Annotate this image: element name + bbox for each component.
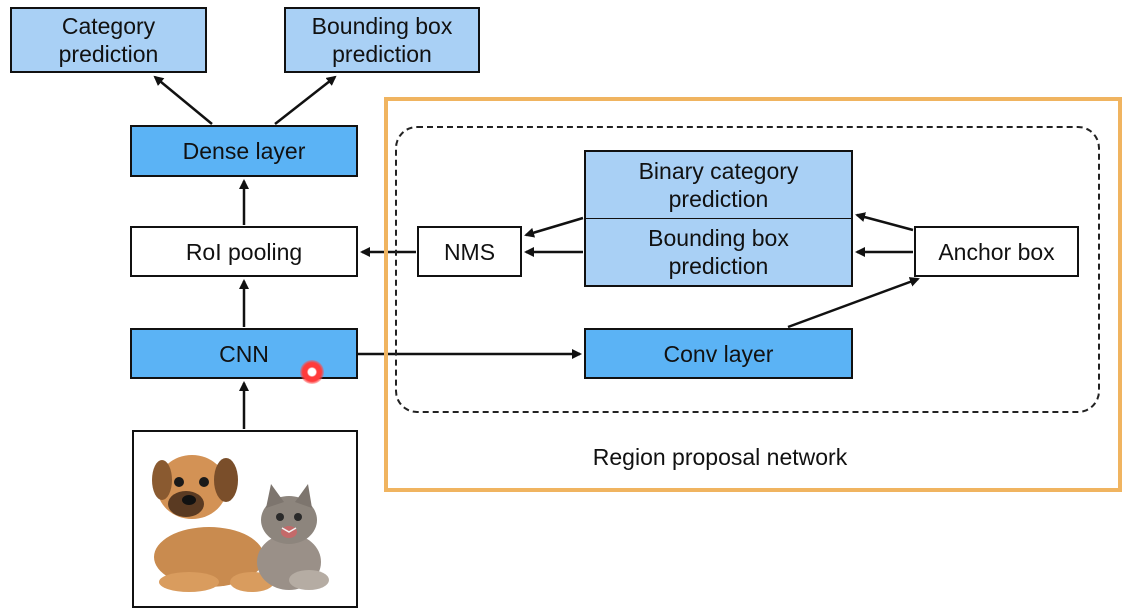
dense-layer-box: Dense layer <box>130 125 358 177</box>
region-proposal-network-dashed-box <box>395 126 1100 413</box>
dog-and-cat-photo-icon <box>152 455 329 592</box>
arrow-conv-to-anchor <box>787 277 920 329</box>
arrow-anchor-to-binary <box>855 212 914 232</box>
binary-category-prediction-box: Binary category prediction <box>584 150 853 219</box>
input-image <box>132 430 358 608</box>
arrow-dense-to-bbox <box>274 75 337 125</box>
conv-layer-box: Conv layer <box>584 328 853 379</box>
nms-box: NMS <box>417 226 522 277</box>
arrow-dense-to-category <box>153 75 213 125</box>
anchor-box-box: Anchor box <box>914 226 1079 277</box>
category-prediction-box: Category prediction <box>10 7 207 73</box>
bounding-box-prediction-box: Bounding box prediction <box>284 7 480 73</box>
arrow-binary-to-nms <box>524 216 584 238</box>
roi-pooling-box: RoI pooling <box>130 226 358 277</box>
region-proposal-network-label: Region proposal network <box>592 444 848 470</box>
rpn-bounding-box-prediction-box: Bounding box prediction <box>584 218 853 287</box>
region-proposal-network-frame <box>384 97 1122 492</box>
cursor-pointer-dot-icon <box>300 360 324 384</box>
